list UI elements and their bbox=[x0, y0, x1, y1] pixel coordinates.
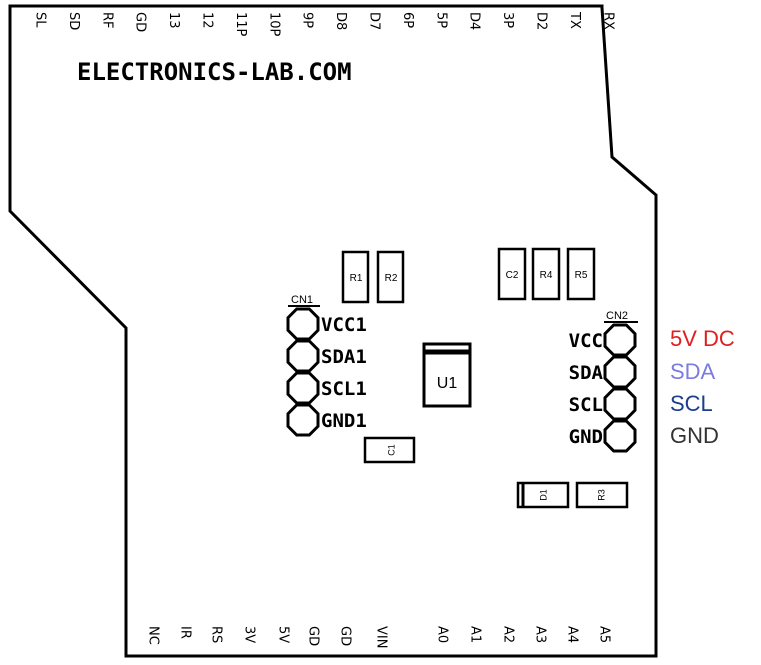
cn1-pin-label: VCC1 bbox=[321, 314, 367, 336]
bottom-pin-label: A5 bbox=[597, 626, 612, 643]
top-pin-label: D2 bbox=[534, 12, 549, 30]
top-pin-label: 13 bbox=[166, 12, 181, 29]
capacitor-c2: C2 bbox=[497, 247, 527, 301]
bottom-pin-label: A4 bbox=[565, 626, 580, 643]
legend-scl: SCL bbox=[670, 391, 713, 416]
top-pin-label: 10P bbox=[266, 12, 281, 37]
resistor-r3: R3 bbox=[575, 481, 629, 509]
cn2-pad bbox=[603, 419, 637, 453]
top-pin-label: 11P bbox=[233, 12, 248, 37]
capacitor-c1: C1 bbox=[363, 436, 416, 464]
top-pin-label: RX bbox=[600, 12, 615, 30]
bottom-pin-label: 5V bbox=[276, 626, 291, 643]
bottom-pin-label: A0 bbox=[435, 626, 450, 643]
resistor-r1: R1 bbox=[341, 250, 370, 304]
cn2-pad bbox=[603, 387, 637, 421]
r5-label: R5 bbox=[575, 270, 588, 281]
bottom-pin-label: RS bbox=[209, 626, 224, 643]
resistor-r5: R5 bbox=[566, 247, 596, 301]
bottom-pin-label: GD bbox=[306, 626, 321, 646]
top-pin-label: D4 bbox=[467, 12, 482, 30]
cn2-pad bbox=[603, 323, 637, 357]
bottom-pin-label: NC bbox=[146, 626, 161, 645]
cn1-pad bbox=[286, 339, 320, 373]
top-pin-label: 5P bbox=[433, 12, 448, 28]
top-pin-label: D7 bbox=[367, 12, 382, 30]
top-pin-label: TX bbox=[567, 11, 582, 29]
resistor-r2: R2 bbox=[376, 250, 405, 304]
cn1-pad bbox=[286, 307, 320, 341]
cn2-pin-label: SDA bbox=[569, 362, 604, 384]
cn1-pad bbox=[286, 403, 320, 437]
top-pin-label: D8 bbox=[333, 12, 348, 30]
board-outline bbox=[8, 4, 658, 658]
bottom-pin-label: IR bbox=[178, 626, 193, 639]
chip-u1: U1 bbox=[422, 342, 472, 408]
cn1-pad bbox=[286, 371, 320, 405]
bottom-pin-label: GD bbox=[338, 626, 353, 646]
legend-5v-dc: 5V DC bbox=[670, 326, 735, 351]
r1-label: R1 bbox=[350, 273, 363, 284]
d1-label: D1 bbox=[538, 489, 548, 501]
top-pin-label: 12 bbox=[200, 12, 215, 29]
cn1-name: CN1 bbox=[291, 294, 313, 306]
cn2-pin-label: GND bbox=[569, 426, 603, 448]
r3-label: R3 bbox=[596, 489, 606, 501]
c2-label: C2 bbox=[506, 270, 519, 281]
bottom-pin-label: A2 bbox=[501, 626, 516, 643]
r4-label: R4 bbox=[540, 270, 553, 281]
bottom-header-pins: NC IR RS 3V 5V GD GD VIN A0 A1 A2 A3 A4 A5 bbox=[146, 626, 612, 648]
top-pin-label: 6P bbox=[400, 12, 415, 28]
cn2-name: CN2 bbox=[606, 310, 628, 322]
bottom-pin-label: A1 bbox=[468, 626, 483, 643]
board-title: ELECTRONICS-LAB.COM bbox=[77, 58, 352, 86]
legend-gnd: GND bbox=[670, 423, 719, 448]
bottom-pin-label: A3 bbox=[533, 626, 548, 643]
top-header-pins: SL SD RF GD 13 12 11P 10P 9P D8 D7 6P 5P D4 3P D2 TX RX bbox=[33, 11, 616, 37]
cn2-pin-label: VCC bbox=[569, 330, 603, 352]
r2-label: R2 bbox=[385, 273, 398, 284]
top-pin-label: SD bbox=[66, 12, 81, 30]
diode-d1: D1 bbox=[516, 481, 570, 509]
cn2-pads: VCC SDA SCL GND bbox=[569, 323, 637, 453]
c1-label: C1 bbox=[386, 444, 396, 456]
bottom-pin-label: 3V bbox=[242, 626, 257, 643]
top-pin-label: 3P bbox=[500, 12, 515, 28]
u1-label: U1 bbox=[437, 375, 458, 392]
cn2-pad bbox=[603, 355, 637, 389]
cn1-pin-label: SDA1 bbox=[321, 346, 367, 368]
connector-cn2: CN2 VCC SDA SCL GND bbox=[569, 310, 638, 453]
top-pin-label: RF bbox=[99, 12, 114, 29]
top-pin-label: SL bbox=[33, 12, 48, 28]
cn2-pin-label: SCL bbox=[569, 394, 603, 416]
bottom-pin-label: VIN bbox=[374, 626, 389, 648]
top-pin-label: GD bbox=[133, 12, 148, 32]
legend-sda: SDA bbox=[670, 359, 716, 384]
cn1-pin-label: SCL1 bbox=[321, 378, 367, 400]
top-pin-label: 9P bbox=[300, 12, 315, 28]
resistor-r4: R4 bbox=[531, 247, 561, 301]
cn1-pin-label: GND1 bbox=[321, 410, 367, 432]
